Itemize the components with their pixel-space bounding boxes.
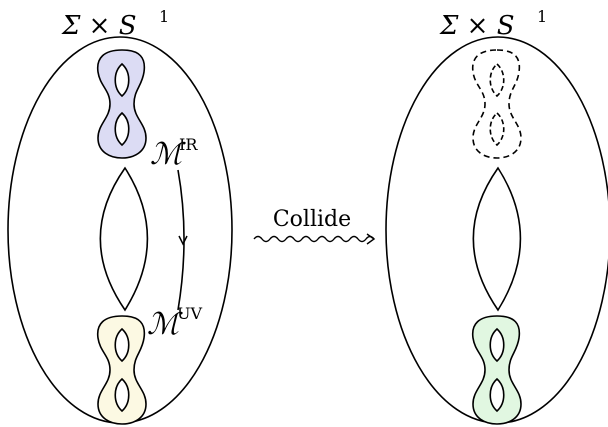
left-bottom-defect xyxy=(96,315,147,425)
collide-label: Collide xyxy=(273,207,351,232)
right-bottom-handle-icon xyxy=(489,327,505,363)
right-ghost-handle-icon xyxy=(489,111,505,147)
left-torus-panel: Σ × S 1 ℳ IR ℳ UV xyxy=(7,7,233,425)
left-torus-hole xyxy=(99,166,149,312)
left-bottom-handle-icon xyxy=(114,327,130,363)
left-space-exponent: 1 xyxy=(159,7,169,26)
collide-arrow: Collide xyxy=(253,207,376,245)
right-bottom-handle-icon xyxy=(489,377,505,413)
left-bottom-handle-icon xyxy=(114,377,130,413)
left-top-handle-icon xyxy=(114,111,130,147)
uv-label: ℳ xyxy=(147,307,183,342)
right-bottom-defect xyxy=(471,315,522,425)
ir-label: ℳ xyxy=(150,137,186,172)
right-space-exponent: 1 xyxy=(537,7,547,26)
rg-flow-arrowhead-icon xyxy=(178,235,188,246)
right-ghost-defect xyxy=(471,49,522,159)
right-ghost-handle-icon xyxy=(489,62,505,98)
left-space-label: Σ × S xyxy=(61,11,137,41)
uv-superscript: UV xyxy=(177,304,202,323)
right-space-label: Σ × S xyxy=(439,11,515,41)
left-top-defect xyxy=(96,49,147,159)
squiggly-arrowhead-icon xyxy=(366,233,376,245)
right-torus-panel: Σ × S 1 xyxy=(385,7,608,425)
squiggly-arrow-line xyxy=(253,235,375,243)
left-top-handle-icon xyxy=(114,62,130,98)
ir-superscript: IR xyxy=(179,135,198,154)
rg-flow-curve xyxy=(177,169,185,311)
right-torus-hole xyxy=(472,166,522,312)
